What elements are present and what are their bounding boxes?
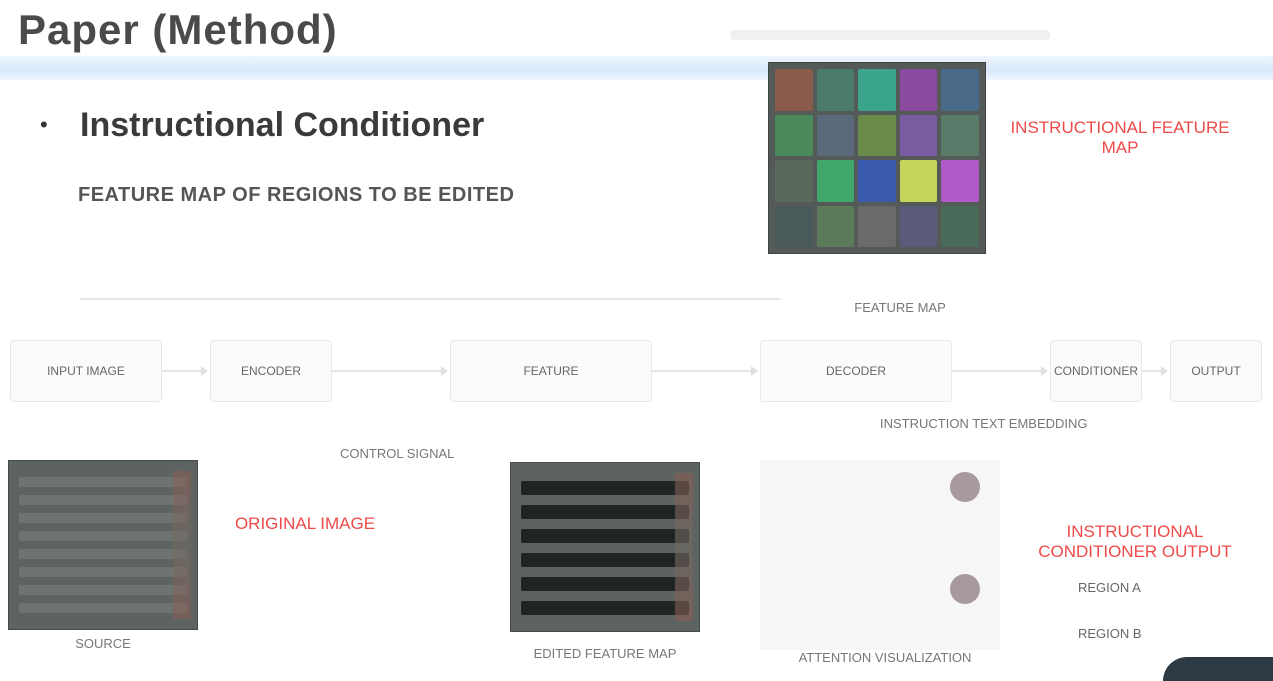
legend-item: REGION A bbox=[1078, 580, 1141, 595]
flow-node: INPUT IMAGE bbox=[10, 340, 162, 402]
flow-node: CONDITIONER bbox=[1050, 340, 1142, 402]
attention-point bbox=[950, 574, 980, 604]
section-heading: Instructional Conditioner bbox=[80, 106, 485, 144]
header-decoration bbox=[730, 30, 1050, 40]
attention-caption: ATTENTION VISUALIZATION bbox=[798, 650, 972, 665]
feature-map-cell bbox=[899, 114, 938, 156]
feature-map-cell bbox=[816, 205, 855, 247]
section-bullet: • bbox=[40, 112, 48, 137]
feature-map-cell bbox=[899, 160, 938, 202]
feature-map-cell bbox=[775, 69, 813, 111]
flow-caption-right: INSTRUCTION TEXT EMBEDDING bbox=[880, 416, 1088, 431]
header-band bbox=[0, 56, 1273, 80]
feature-map-caption: FEATURE MAP bbox=[854, 300, 946, 315]
feature-map-note: INSTRUCTIONAL FEATURE MAP bbox=[1010, 118, 1230, 157]
feature-map-cell bbox=[941, 205, 979, 247]
attention-chart bbox=[760, 460, 1000, 650]
edited-feature-caption: EDITED FEATURE MAP bbox=[533, 646, 677, 661]
pipeline-flow: INPUT IMAGE ENCODER FEATURE DECODER COND… bbox=[10, 330, 1266, 420]
feature-map-cell bbox=[775, 160, 813, 202]
flow-node: DECODER bbox=[760, 340, 952, 402]
flow-caption-mid: CONTROL SIGNAL bbox=[340, 446, 455, 461]
flow-node: FEATURE bbox=[450, 340, 652, 402]
source-caption: SOURCE bbox=[75, 636, 131, 651]
feature-map-cell bbox=[775, 205, 813, 247]
flow-arrow bbox=[652, 366, 758, 376]
feature-map-cell bbox=[858, 69, 896, 111]
feature-map-image bbox=[768, 62, 986, 254]
feature-map-cell bbox=[899, 69, 938, 111]
flow-node: ENCODER bbox=[210, 340, 332, 402]
feature-map-cell bbox=[941, 160, 979, 202]
feature-map-cell bbox=[941, 69, 979, 111]
feature-map-cell bbox=[775, 114, 813, 156]
feature-map-cell bbox=[858, 114, 896, 156]
flow-arrow bbox=[1142, 366, 1168, 376]
feature-map-cell bbox=[816, 114, 855, 156]
source-image-panel bbox=[8, 460, 198, 630]
feature-map-cell bbox=[816, 160, 855, 202]
section-subtitle: FEATURE MAP OF REGIONS TO BE EDITED bbox=[78, 184, 515, 206]
flow-arrow bbox=[952, 366, 1048, 376]
source-note: ORIGINAL IMAGE bbox=[234, 514, 376, 533]
edited-feature-panel bbox=[510, 462, 700, 632]
flow-arrow bbox=[332, 366, 448, 376]
legend-item: REGION B bbox=[1078, 626, 1142, 641]
feature-map-cell bbox=[816, 69, 855, 111]
page-title: Paper (Method) bbox=[18, 6, 338, 53]
feature-map-cell bbox=[899, 205, 938, 247]
conditioner-note: INSTRUCTIONAL CONDITIONER OUTPUT bbox=[1038, 522, 1232, 561]
flow-arrow bbox=[162, 366, 208, 376]
corner-decoration bbox=[1163, 657, 1273, 681]
feature-map-cell bbox=[858, 205, 896, 247]
feature-map-cell bbox=[858, 160, 896, 202]
flow-node: OUTPUT bbox=[1170, 340, 1262, 402]
attention-point bbox=[950, 472, 980, 502]
divider bbox=[80, 298, 780, 300]
feature-map-cell bbox=[941, 114, 979, 156]
